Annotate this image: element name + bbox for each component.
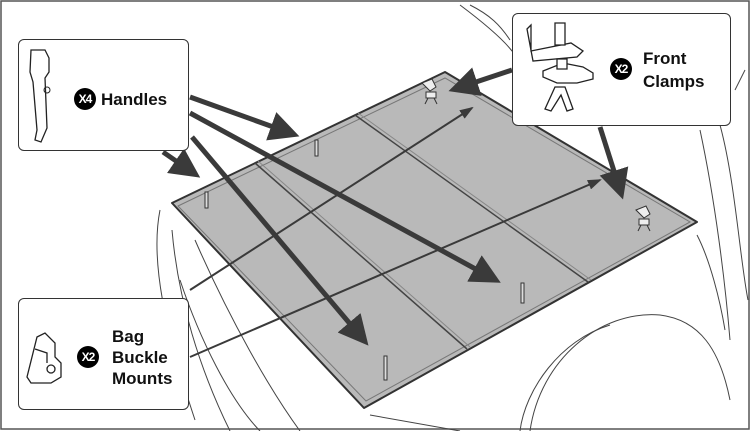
label-line: Buckle <box>112 348 168 367</box>
label-line: Clamps <box>643 72 705 91</box>
bag-buckle-mount-icon <box>26 332 62 384</box>
label-line: Front <box>643 49 687 68</box>
front-clamp-icon <box>526 22 594 112</box>
cover-inner-rail <box>177 77 692 402</box>
handles-label: Handles <box>101 90 168 109</box>
clamp-parts <box>421 78 651 232</box>
bag-buckle-pointer-lines <box>189 106 602 358</box>
handle-arrows <box>161 94 501 346</box>
label-line: Bag <box>112 327 145 346</box>
handle-icon <box>29 49 51 143</box>
bag-buckle-mounts-callout: X2 Bag Buckle Mounts <box>18 298 189 410</box>
front-clamps-label: Front Clamps <box>643 48 704 92</box>
cover-fold-lines <box>254 112 592 350</box>
front-clamps-callout: X2 Front Clamps <box>512 13 731 126</box>
truck-body-lines <box>156 4 749 431</box>
bag-buckle-mounts-label: Bag Buckle Mounts <box>112 326 172 389</box>
tonneau-cover <box>171 71 698 409</box>
handle-parts <box>204 139 525 381</box>
label-line: Mounts <box>112 369 173 388</box>
quantity-badge: X2 <box>77 346 99 368</box>
quantity-badge: X2 <box>610 58 632 80</box>
quantity-badge: X4 <box>74 88 96 110</box>
front-clamp-arrows <box>448 67 629 200</box>
handles-callout: X4 Handles <box>18 39 189 151</box>
